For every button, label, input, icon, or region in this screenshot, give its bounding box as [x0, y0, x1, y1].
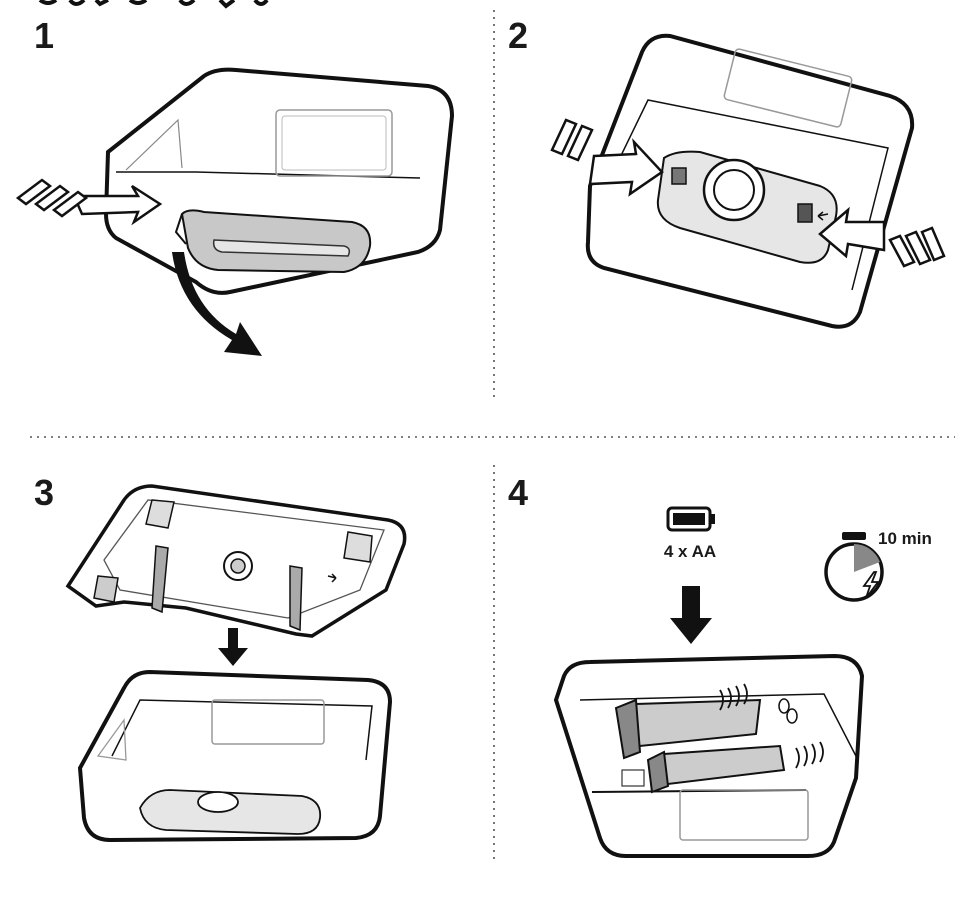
step-number-4: 4: [508, 472, 528, 513]
rotate-arrow-icon: [172, 252, 262, 356]
step-number-2: 2: [508, 15, 528, 56]
timer-label: 10 min: [878, 529, 932, 548]
stopwatch-icon: [824, 532, 884, 602]
step-number-1: 1: [34, 15, 54, 56]
down-arrow-icon: [218, 628, 248, 666]
battery-label: 4 x AA: [664, 542, 716, 561]
push-arrow-icon: [550, 118, 664, 197]
step-number-3: 3: [34, 472, 54, 513]
push-arrow-icon: [818, 206, 946, 268]
push-arrow-icon: [15, 178, 163, 226]
battery-icon: [666, 506, 715, 532]
panel-4-illustration: [553, 506, 884, 858]
charging-bolt-icon: [862, 571, 880, 599]
panel-2-illustration: [550, 33, 946, 329]
partial-header: [38, 0, 269, 9]
battery-tray: [180, 209, 372, 274]
down-arrow-icon: [670, 586, 712, 644]
panel-3-illustration: [65, 484, 407, 843]
panel-1-illustration: [15, 67, 455, 356]
